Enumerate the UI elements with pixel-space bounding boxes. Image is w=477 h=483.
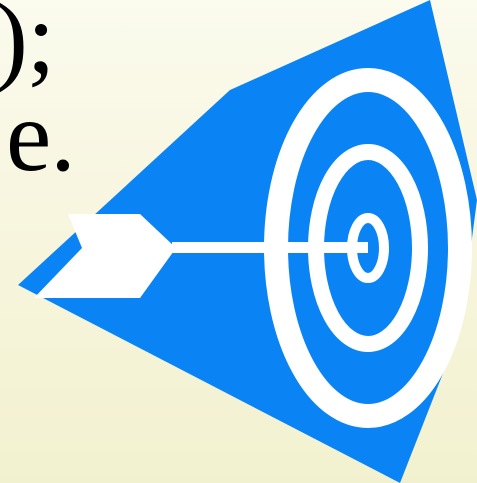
slide-text-line-2: e. — [6, 80, 76, 193]
slide-text-line-1: ); — [0, 0, 55, 95]
arrow-head — [34, 214, 176, 298]
arrow-shaft — [172, 242, 368, 253]
target-fan-shape — [18, 0, 477, 483]
